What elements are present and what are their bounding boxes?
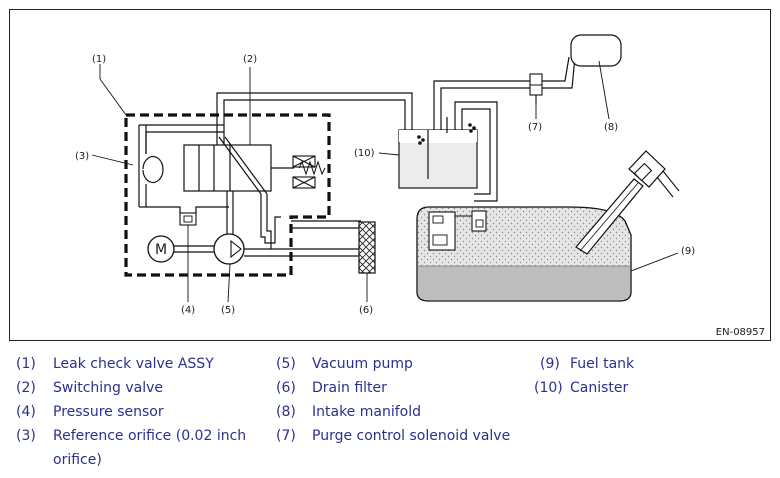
filter-upper-pipe	[291, 220, 361, 229]
legend-item: (9) Fuel tank	[534, 352, 754, 376]
legend-item: (3) Reference orifice (0.02 inch orifice…	[16, 424, 266, 472]
legend-text: Switching valve	[53, 380, 164, 396]
legend-text: Purge control solenoid valve	[312, 428, 511, 444]
legend-column-3: (9) Fuel tank (10) Canister	[534, 352, 754, 400]
callout-6: (6)	[359, 305, 373, 316]
legend-item: (8) Intake manifold	[276, 400, 536, 424]
callout-7: (7)	[528, 122, 542, 133]
drain-filter	[358, 221, 376, 274]
legend-text: Fuel tank	[570, 356, 635, 372]
legend-number: (1)	[16, 356, 36, 372]
solenoid-spring	[298, 160, 326, 176]
legend-number: (10)	[534, 380, 563, 396]
legend-number: (4)	[16, 404, 36, 420]
purge-pipe-bottom	[440, 87, 531, 130]
pump-motor	[147, 235, 175, 263]
legend-text: Canister	[570, 380, 629, 396]
legend-text: Drain filter	[312, 380, 387, 396]
legend-text: Leak check valve ASSY	[53, 356, 214, 372]
motor-letter: M	[155, 242, 167, 258]
legend: (1) Leak check valve ASSY (2) Switching …	[16, 352, 776, 476]
intake-manifold	[570, 34, 622, 67]
valve-drain-pipe-2	[266, 194, 272, 249]
legend-number: (3)	[16, 428, 36, 444]
callout-2: (2)	[243, 54, 257, 65]
legend-item: (7) Purge control solenoid valve	[276, 424, 536, 448]
leak-check-valve-assy-boundary	[124, 113, 331, 277]
legend-item: (1) Leak check valve ASSY	[16, 352, 266, 376]
legend-number: (8)	[276, 404, 296, 420]
legend-text: Pressure sensor	[53, 404, 164, 420]
legend-text: Vacuum pump	[312, 356, 413, 372]
switching-valve-spool-2	[224, 136, 268, 195]
legend-number: (9)	[540, 356, 560, 372]
legend-number: (5)	[276, 356, 296, 372]
switching-valve-body	[183, 144, 272, 192]
diagram-frame: M	[9, 9, 771, 341]
filler-cap	[633, 162, 653, 182]
evap-system-diagram: M	[9, 9, 771, 341]
tank-pipe-inner	[461, 108, 491, 195]
callout-10: (10)	[354, 148, 375, 159]
callout-5: (5)	[221, 305, 235, 316]
callout-1: (1)	[92, 54, 106, 65]
legend-item: (5) Vacuum pump	[276, 352, 536, 376]
legend-column-1: (1) Leak check valve ASSY (2) Switching …	[16, 352, 266, 472]
canister-pipe-outer	[216, 92, 413, 145]
fuel-level	[418, 266, 630, 300]
legend-number: (7)	[276, 428, 296, 444]
callout-4: (4)	[181, 305, 195, 316]
leader-lines	[91, 60, 679, 303]
pressure-sensor-inner	[183, 215, 193, 223]
legend-item: (6) Drain filter	[276, 376, 536, 400]
intake-pipe	[542, 56, 576, 89]
legend-item: (10) Canister	[534, 376, 754, 400]
pressure-sensor	[179, 212, 197, 226]
purge-pipe-top	[433, 80, 531, 130]
figure-code: EN-08957	[716, 327, 765, 338]
legend-text: Intake manifold	[312, 404, 421, 420]
callout-9: (9)	[681, 246, 695, 257]
reference-orifice	[142, 155, 164, 184]
valve-drain-pipe	[260, 194, 281, 244]
legend-item: (4) Pressure sensor	[16, 400, 266, 424]
solenoid-coil-bottom-x	[292, 176, 316, 189]
legend-text: Reference orifice (0.02 inch orifice)	[53, 428, 247, 468]
tank-check-valve	[471, 210, 487, 232]
legend-number: (2)	[16, 380, 36, 396]
vacuum-pump-triangle	[230, 239, 242, 259]
callout-8: (8)	[604, 122, 618, 133]
legend-number: (6)	[276, 380, 296, 396]
legend-item: (2) Switching valve	[16, 376, 266, 400]
legend-column-2: (5) Vacuum pump (6) Drain filter (8) Int…	[276, 352, 536, 448]
callout-3: (3)	[75, 151, 89, 162]
tank-pipe-outer	[454, 101, 498, 202]
switching-valve-spool	[218, 136, 262, 195]
canister-fill	[400, 143, 476, 187]
sensor-pipe	[146, 206, 229, 213]
canister-pipe-inner	[223, 99, 406, 145]
